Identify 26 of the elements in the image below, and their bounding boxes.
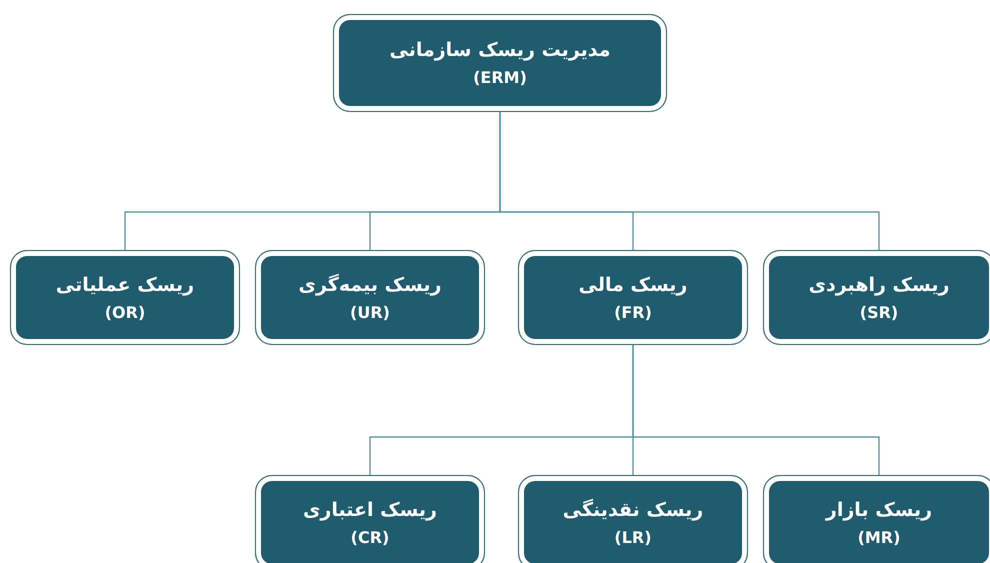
process-box [255, 250, 485, 345]
abbreviation-label: (LR) [614, 526, 652, 548]
process-box [518, 475, 748, 563]
abbreviation-label: (ERM) [473, 67, 527, 89]
box-title: ریسک نقدینگی [562, 498, 704, 522]
connector-line [632, 345, 880, 475]
box-title: ریسک مالی [578, 272, 688, 298]
box-title: ریسک اعتباری [303, 498, 437, 522]
box-title: ریسک راهبردی [808, 272, 950, 298]
abbreviation-label: (OR) [104, 302, 146, 324]
process-box [333, 14, 667, 112]
abbreviation-label: (UR) [350, 302, 390, 324]
process-box [518, 250, 748, 345]
abbreviation-label: (FR) [614, 302, 652, 324]
abbreviation-label: (MR) [858, 526, 900, 548]
abbreviation-label: (SR) [860, 302, 898, 324]
abbreviation-label: (CR) [350, 526, 390, 548]
process-box [763, 250, 990, 345]
process-box [10, 250, 240, 345]
box-title: ریسک بازار [826, 498, 932, 522]
box-title: مدیریت ریسک سازمانی [389, 38, 611, 63]
connector-line [499, 112, 880, 250]
box-title: ریسک بیمه‌گری [298, 272, 442, 298]
box-title: ریسک عملیاتی [56, 272, 194, 298]
process-box [255, 475, 485, 563]
process-box [763, 475, 990, 563]
